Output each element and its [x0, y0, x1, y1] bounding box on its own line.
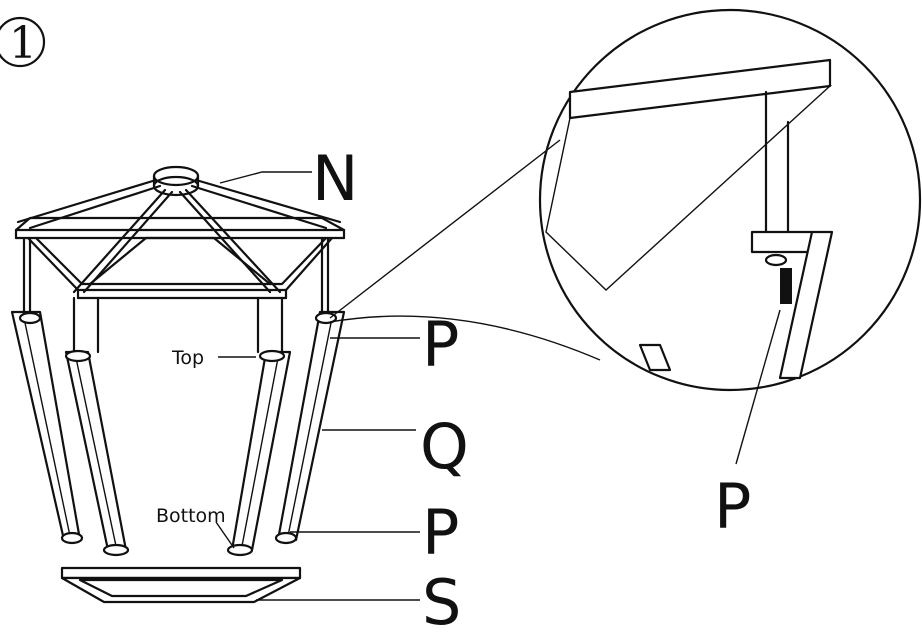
detail-view: [329, 8, 922, 392]
hanging-rods: [22, 236, 330, 354]
brackets: [18, 311, 338, 557]
label-bottom-text: Bottom: [156, 505, 226, 527]
label-N-text: N: [312, 142, 358, 215]
label-P-detail: P: [714, 309, 781, 543]
base-frame: [60, 566, 302, 604]
label-N: N: [219, 142, 358, 215]
step-badge: 1: [0, 16, 46, 69]
label-S: S: [256, 566, 461, 633]
label-P-bottom: P: [290, 496, 459, 569]
label-bottom: Bottom: [156, 505, 235, 549]
label-P-top-text: P: [422, 308, 459, 381]
label-S-text: S: [422, 566, 461, 633]
label-P-bottom-text: P: [422, 496, 459, 569]
label-Q-text: Q: [420, 410, 469, 483]
label-Q: Q: [322, 410, 469, 483]
label-P-detail-text: P: [714, 470, 751, 543]
roof-frame: [14, 165, 346, 300]
label-P-top: P: [330, 308, 459, 381]
step-number: 1: [9, 18, 37, 69]
label-top: Top: [171, 347, 256, 369]
label-top-text: Top: [171, 347, 204, 369]
